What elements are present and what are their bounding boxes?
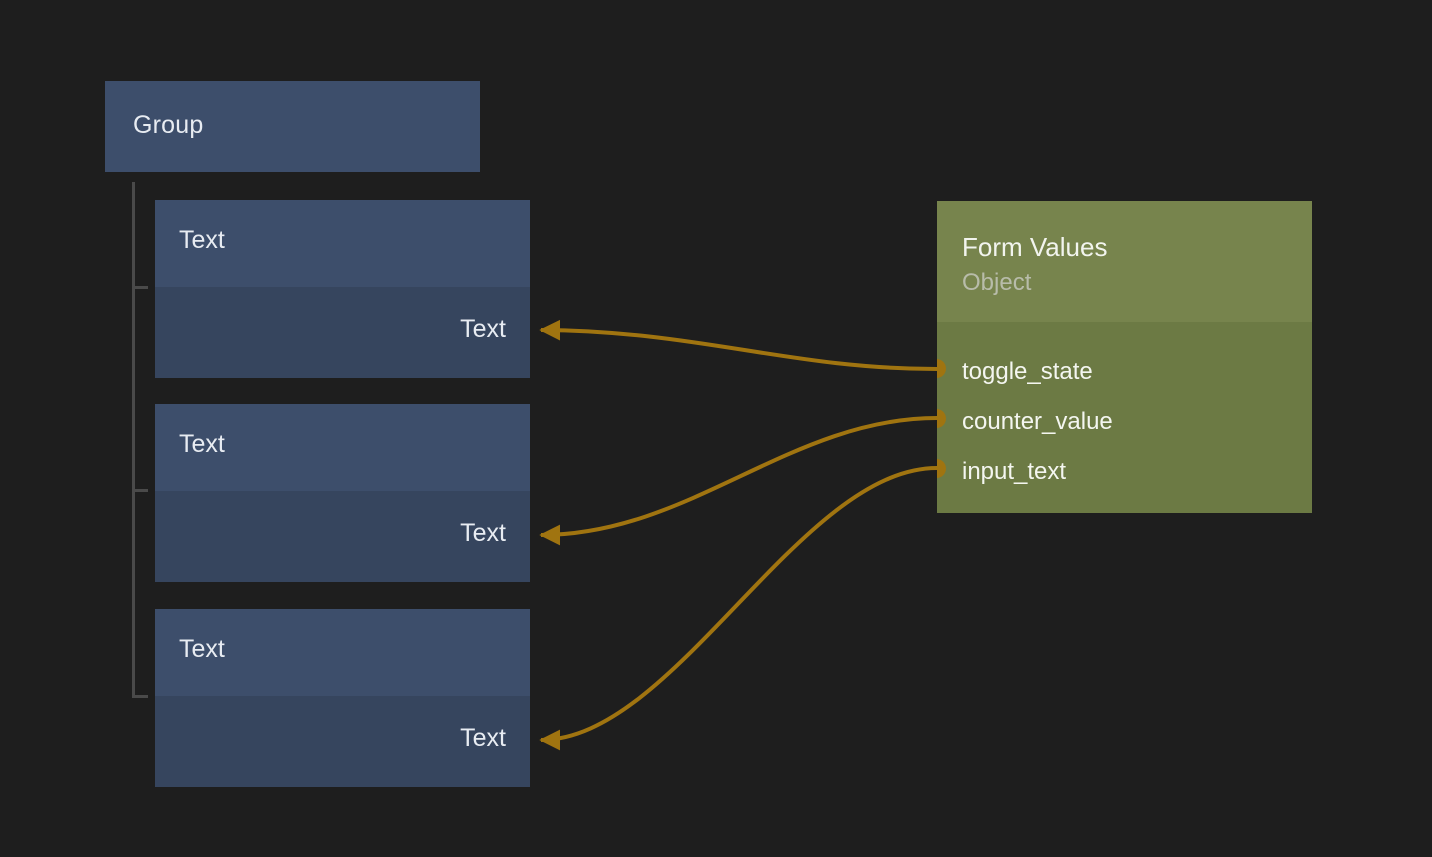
text-node-2[interactable]: Text Text xyxy=(155,404,530,582)
field-label-input-text: input_text xyxy=(962,458,1067,485)
text-node-2-body: Text xyxy=(155,491,530,582)
text-node-2-header: Text xyxy=(155,404,530,491)
text-node-2-title: Text xyxy=(179,430,225,458)
group-node-title: Group xyxy=(133,111,204,139)
group-bracket-tick-1 xyxy=(132,286,148,289)
output-port-icon-toggle-state[interactable] xyxy=(937,359,946,378)
group-bracket-tick-2 xyxy=(132,489,148,492)
text-node-3[interactable]: Text Text xyxy=(155,609,530,787)
form-values-subtitle: Object xyxy=(962,269,1032,296)
group-node[interactable]: Group xyxy=(105,81,480,172)
edge-input-text xyxy=(539,466,938,751)
field-row-counter-value[interactable]: counter_value xyxy=(937,408,1312,442)
text-node-2-input[interactable]: Text xyxy=(460,519,506,547)
field-row-input-text[interactable]: input_text xyxy=(937,458,1312,492)
group-bracket-stem xyxy=(132,182,135,698)
text-node-3-body: Text xyxy=(155,696,530,787)
edge-counter-value xyxy=(539,416,938,546)
form-values-header: Form Values Object xyxy=(937,201,1312,322)
text-node-3-title: Text xyxy=(179,635,225,663)
output-port-icon-input-text[interactable] xyxy=(937,459,946,478)
text-node-1-title: Text xyxy=(179,226,225,254)
form-values-title: Form Values xyxy=(962,232,1108,262)
text-node-3-header: Text xyxy=(155,609,530,696)
field-row-toggle-state[interactable]: toggle_state xyxy=(937,358,1312,392)
text-node-1-header: Text xyxy=(155,200,530,287)
form-values-body: toggle_state counter_value input_text xyxy=(937,322,1312,513)
text-node-1-body: Text xyxy=(155,287,530,378)
text-node-1[interactable]: Text Text xyxy=(155,200,530,378)
text-node-3-input[interactable]: Text xyxy=(460,724,506,752)
form-values-node[interactable]: Form Values Object toggle_state counter_… xyxy=(937,201,1312,513)
edge-toggle-state xyxy=(539,319,938,371)
field-label-toggle-state: toggle_state xyxy=(962,358,1093,385)
text-node-1-input[interactable]: Text xyxy=(460,315,506,343)
field-label-counter-value: counter_value xyxy=(962,408,1113,435)
output-port-icon-counter-value[interactable] xyxy=(937,409,946,428)
group-bracket-tick-3 xyxy=(132,695,148,698)
